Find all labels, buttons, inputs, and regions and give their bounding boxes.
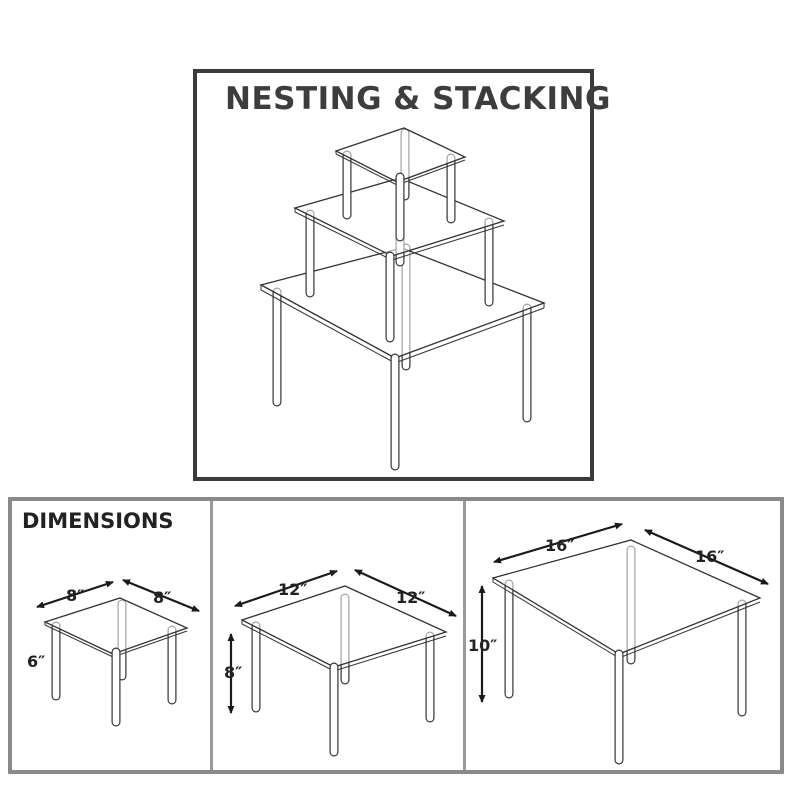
small-depth-label: 8″ bbox=[153, 588, 171, 607]
stacked-table-small bbox=[334, 127, 467, 242]
medium-height-label: 8″ bbox=[224, 663, 242, 682]
small-height-label: 6″ bbox=[27, 652, 45, 671]
large-height-label: 10″ bbox=[468, 636, 497, 655]
dimensions-panel: DIMENSIONS bbox=[8, 497, 784, 774]
large-width-label: 16″ bbox=[545, 536, 574, 555]
small-table-drawing bbox=[36, 578, 200, 727]
dimensions-title: DIMENSIONS bbox=[22, 509, 174, 533]
large-table-drawing bbox=[478, 522, 769, 765]
nesting-stacking-panel: NESTING & STACKING bbox=[193, 69, 610, 481]
medium-width-label: 12″ bbox=[278, 580, 307, 599]
medium-table-drawing bbox=[227, 568, 457, 757]
panel-divider bbox=[463, 501, 466, 770]
large-depth-label: 16″ bbox=[695, 547, 724, 566]
panel-divider bbox=[210, 501, 213, 770]
small-width-label: 8″ bbox=[66, 586, 84, 605]
stacked-table-large bbox=[259, 243, 546, 471]
medium-depth-label: 12″ bbox=[396, 588, 425, 607]
nesting-title: NESTING & STACKING bbox=[225, 81, 611, 117]
